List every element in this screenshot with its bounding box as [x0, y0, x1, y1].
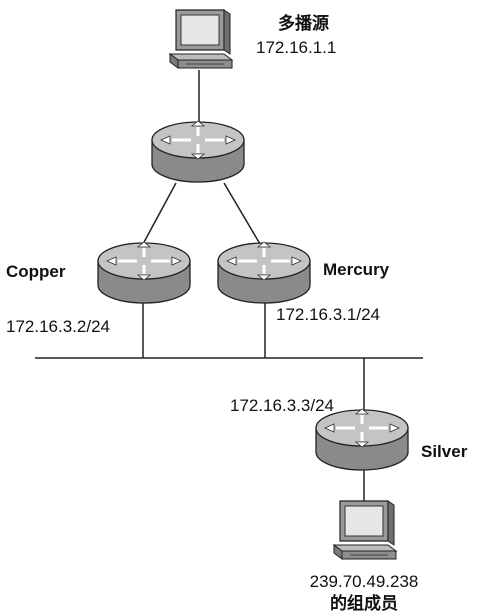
copper-router-icon — [97, 241, 191, 304]
silver-name-label: Silver — [421, 442, 468, 461]
link-top-to-copper — [142, 182, 177, 245]
source-name-label: 多播源 — [278, 14, 329, 33]
mercury-router-icon — [217, 241, 311, 304]
source-computer-icon — [168, 9, 234, 69]
mercury-name-label: Mercury — [323, 260, 390, 279]
receiver-group-label: 239.70.49.238 — [309, 572, 419, 591]
silver-router-icon — [315, 408, 409, 471]
link-top-to-mercury — [223, 182, 261, 245]
top-router-icon — [151, 120, 245, 183]
mercury-ip-label: 172.16.3.1/24 — [276, 305, 380, 324]
copper-ip-label: 172.16.3.2/24 — [6, 317, 110, 336]
copper-name-label: Copper — [6, 262, 66, 281]
source-ip-label: 172.16.1.1 — [256, 38, 337, 57]
receiver-computer-icon — [332, 500, 398, 560]
receiver-caption-label: 的组成员 — [330, 594, 398, 613]
silver-ip-label: 172.16.3.3/24 — [230, 396, 334, 415]
